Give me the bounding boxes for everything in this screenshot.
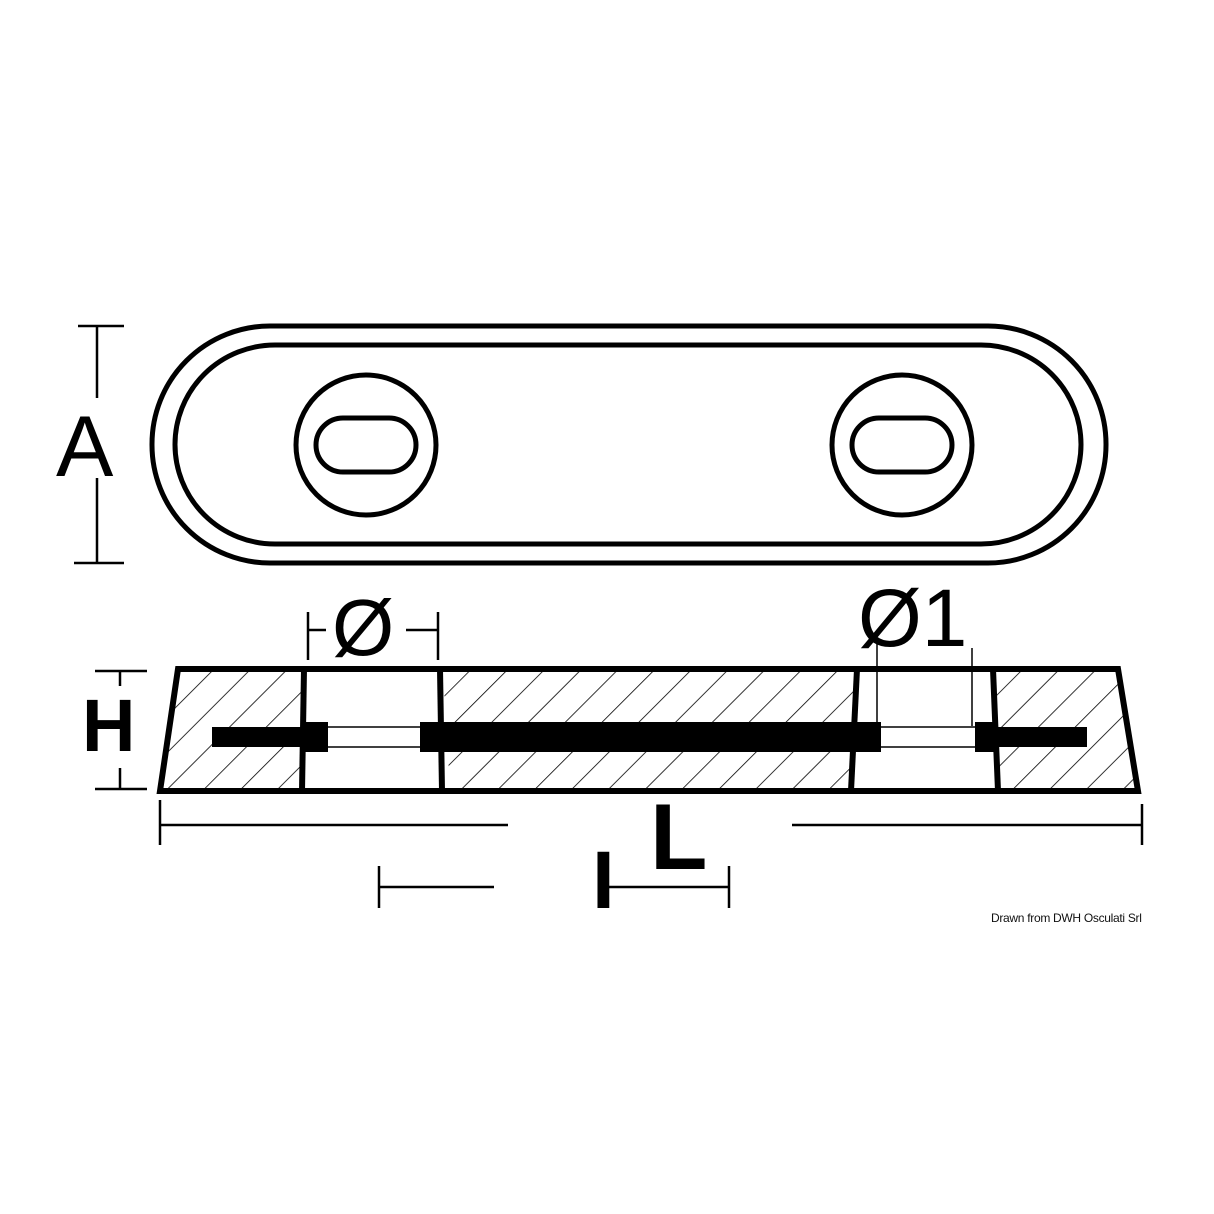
dimension-hole-diameter: [306, 612, 440, 660]
section-view: [156, 666, 1142, 794]
plate-outer-outline: [149, 323, 1109, 566]
top-view: [149, 323, 1109, 566]
left-slot: [313, 415, 419, 475]
dimension-h: [95, 669, 147, 791]
section-outline: [156, 666, 1142, 794]
plate-inner-outline: [172, 342, 1084, 547]
dimension-l-hole-spacing: [377, 866, 731, 908]
left-counterbore-circle: [293, 372, 439, 518]
label-h: H: [82, 684, 136, 767]
right-counterbore-circle: [829, 372, 975, 518]
dimension-a: [74, 324, 124, 565]
label-l-overall: L: [650, 784, 708, 889]
dimension-l-overall: [158, 800, 1144, 845]
steel-insert-bar: [212, 722, 1087, 752]
credit-text: Drawn from DWH Osculati Srl: [991, 911, 1142, 925]
label-hole-diameter: Ø: [332, 583, 395, 672]
label-hole-diameter-1: Ø1: [858, 573, 968, 664]
label-l-hole-spacing: I: [592, 835, 615, 926]
label-a: A: [56, 399, 114, 495]
right-slot: [849, 415, 955, 475]
dimension-hole-diameter-1: [876, 644, 973, 726]
